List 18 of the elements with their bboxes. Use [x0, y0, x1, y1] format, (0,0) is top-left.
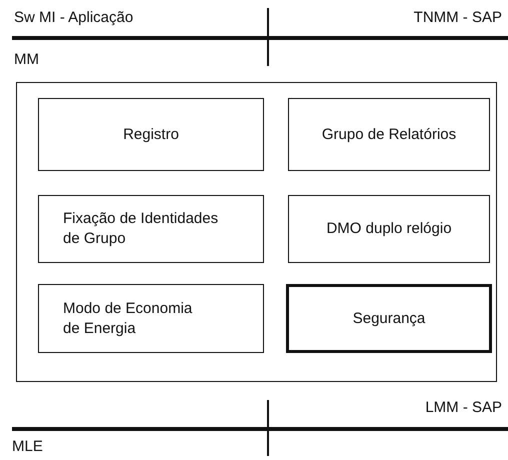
layer-label: MLE: [12, 438, 43, 456]
module-box: [286, 284, 492, 353]
module-box: [288, 98, 490, 171]
module-box: [288, 195, 490, 263]
layer-label: LMM - SAP: [425, 399, 502, 417]
module-name: Modo de Economia de Energia: [63, 298, 194, 338]
module-name: Grupo de Relatórios: [322, 124, 456, 144]
module-box: [38, 98, 264, 171]
module-name: Segurança: [352, 308, 426, 328]
layer-label: MM: [14, 51, 39, 69]
layer-box: [16, 82, 497, 382]
module-box: [38, 284, 264, 353]
module-name: Registro: [123, 124, 179, 144]
layer-label: TNMM - SAP: [414, 9, 502, 27]
layer-label: Sw MI - Aplicação: [14, 9, 134, 27]
module-name: DMO duplo relógio: [326, 219, 452, 239]
module-name: Fixação de Identidades de Grupo: [63, 209, 220, 249]
module-box: [38, 195, 264, 263]
